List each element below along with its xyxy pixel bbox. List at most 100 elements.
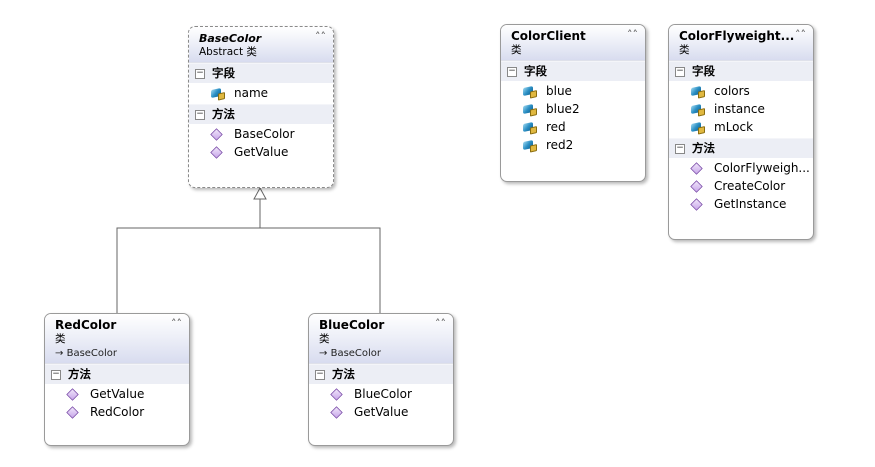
fields-list: colors instance mLock xyxy=(669,81,813,138)
collapse-toggle-icon[interactable]: − xyxy=(675,65,685,77)
section-fields-header[interactable]: − 字段 xyxy=(501,61,645,81)
class-name: BlueColor xyxy=(319,318,385,332)
method-icon xyxy=(689,161,703,175)
member-name: colors xyxy=(714,84,750,98)
chevron-up-icon[interactable]: ˄˄ xyxy=(627,28,638,41)
chevron-up-icon[interactable]: ˄˄ xyxy=(315,30,326,43)
method-item[interactable]: BlueColor xyxy=(309,385,453,403)
member-name: GetInstance xyxy=(714,197,787,211)
field-icon xyxy=(689,120,703,134)
member-name: blue xyxy=(546,84,572,98)
class-header[interactable]: BaseColor Abstract 类 ˄˄ xyxy=(189,27,333,63)
field-item[interactable]: red2 xyxy=(501,136,645,154)
section-methods-header[interactable]: − 方法 xyxy=(45,364,189,384)
section-label: 方法 xyxy=(212,107,235,121)
base-class-reference: → BaseColor xyxy=(319,348,382,359)
class-name: ColorFlyweight... xyxy=(679,29,795,43)
class-colorclient[interactable]: ColorClient 类 ˄˄ − 字段 blue blue2 red red… xyxy=(500,24,646,182)
section-methods-header[interactable]: − 方法 xyxy=(669,138,813,158)
member-name: RedColor xyxy=(90,405,145,419)
inherit-arrow-icon: → xyxy=(319,348,328,359)
class-stereotype: 类 xyxy=(511,44,522,56)
method-icon xyxy=(65,405,79,419)
member-name: GetValue xyxy=(354,405,409,419)
section-label: 方法 xyxy=(692,141,715,155)
method-icon xyxy=(689,179,703,193)
section-label: 字段 xyxy=(212,66,235,80)
member-name: mLock xyxy=(714,120,754,134)
field-item[interactable]: mLock xyxy=(669,118,813,136)
chevron-up-icon[interactable]: ˄˄ xyxy=(795,28,806,41)
fields-list: blue blue2 red red2 xyxy=(501,81,645,156)
class-name: RedColor xyxy=(55,318,117,332)
section-methods-header[interactable]: − 方法 xyxy=(309,364,453,384)
collapse-toggle-icon[interactable]: − xyxy=(315,368,325,380)
method-item[interactable]: GetValue xyxy=(309,403,453,421)
class-colorflyweight[interactable]: ColorFlyweight... 类 ˄˄ − 字段 colors insta… xyxy=(668,24,814,240)
class-stereotype: 类 xyxy=(55,333,66,345)
section-fields-header[interactable]: − 字段 xyxy=(669,61,813,81)
class-name: BaseColor xyxy=(199,32,262,45)
class-header[interactable]: ColorClient 类 ˄˄ xyxy=(501,25,645,61)
method-icon xyxy=(65,387,79,401)
method-icon xyxy=(689,197,703,211)
method-item[interactable]: RedColor xyxy=(45,403,189,421)
class-stereotype: 类 xyxy=(319,333,330,345)
method-item[interactable]: BaseColor xyxy=(189,125,333,143)
methods-list: BaseColor GetValue xyxy=(189,124,333,163)
method-item[interactable]: GetValue xyxy=(189,143,333,161)
member-name: ColorFlyweigh... xyxy=(714,161,810,175)
member-name: GetValue xyxy=(234,145,289,159)
field-icon xyxy=(209,86,223,100)
member-name: instance xyxy=(714,102,765,116)
collapse-toggle-icon[interactable]: − xyxy=(195,108,205,120)
class-header[interactable]: RedColor 类 → BaseColor ˄˄ xyxy=(45,314,189,364)
field-icon xyxy=(521,138,535,152)
member-name: blue2 xyxy=(546,102,580,116)
class-bluecolor[interactable]: BlueColor 类 → BaseColor ˄˄ − 方法 BlueColo… xyxy=(308,313,454,446)
method-item[interactable]: ColorFlyweigh... xyxy=(669,159,813,177)
class-redcolor[interactable]: RedColor 类 → BaseColor ˄˄ − 方法 GetValue … xyxy=(44,313,190,446)
class-stereotype: Abstract 类 xyxy=(199,46,257,58)
field-item[interactable]: instance xyxy=(669,100,813,118)
field-icon xyxy=(521,84,535,98)
field-item[interactable]: red xyxy=(501,118,645,136)
class-basecolor[interactable]: BaseColor Abstract 类 ˄˄ − 字段 name − 方法 B… xyxy=(188,26,334,188)
field-item[interactable]: colors xyxy=(669,82,813,100)
collapse-toggle-icon[interactable]: − xyxy=(195,67,205,79)
section-fields-header[interactable]: − 字段 xyxy=(189,63,333,83)
method-item[interactable]: GetInstance xyxy=(669,195,813,213)
member-name: red2 xyxy=(546,138,574,152)
field-item[interactable]: blue2 xyxy=(501,100,645,118)
section-label: 字段 xyxy=(692,64,715,78)
field-item[interactable]: blue xyxy=(501,82,645,100)
member-name: BaseColor xyxy=(234,127,295,141)
chevron-up-icon[interactable]: ˄˄ xyxy=(171,317,182,330)
chevron-up-icon[interactable]: ˄˄ xyxy=(435,317,446,330)
class-name: ColorClient xyxy=(511,29,586,43)
method-item[interactable]: GetValue xyxy=(45,385,189,403)
fields-list: name xyxy=(189,83,333,104)
class-header[interactable]: ColorFlyweight... 类 ˄˄ xyxy=(669,25,813,61)
base-class-reference: → BaseColor xyxy=(55,348,118,359)
inheritance-arrowhead-icon xyxy=(253,186,267,200)
collapse-toggle-icon[interactable]: − xyxy=(675,142,685,154)
field-icon xyxy=(689,84,703,98)
method-icon xyxy=(329,405,343,419)
method-icon xyxy=(209,127,223,141)
section-methods-header[interactable]: − 方法 xyxy=(189,104,333,124)
collapse-toggle-icon[interactable]: − xyxy=(507,65,517,77)
member-name: name xyxy=(234,86,269,100)
field-icon xyxy=(521,102,535,116)
collapse-toggle-icon[interactable]: − xyxy=(51,368,61,380)
class-header[interactable]: BlueColor 类 → BaseColor ˄˄ xyxy=(309,314,453,364)
field-item[interactable]: name xyxy=(189,84,333,102)
methods-list: ColorFlyweigh... CreateColor GetInstance xyxy=(669,158,813,215)
member-name: red xyxy=(546,120,566,134)
member-name: GetValue xyxy=(90,387,145,401)
method-item[interactable]: CreateColor xyxy=(669,177,813,195)
methods-list: BlueColor GetValue xyxy=(309,384,453,423)
inheritance-line xyxy=(116,227,381,313)
member-name: CreateColor xyxy=(714,179,786,193)
